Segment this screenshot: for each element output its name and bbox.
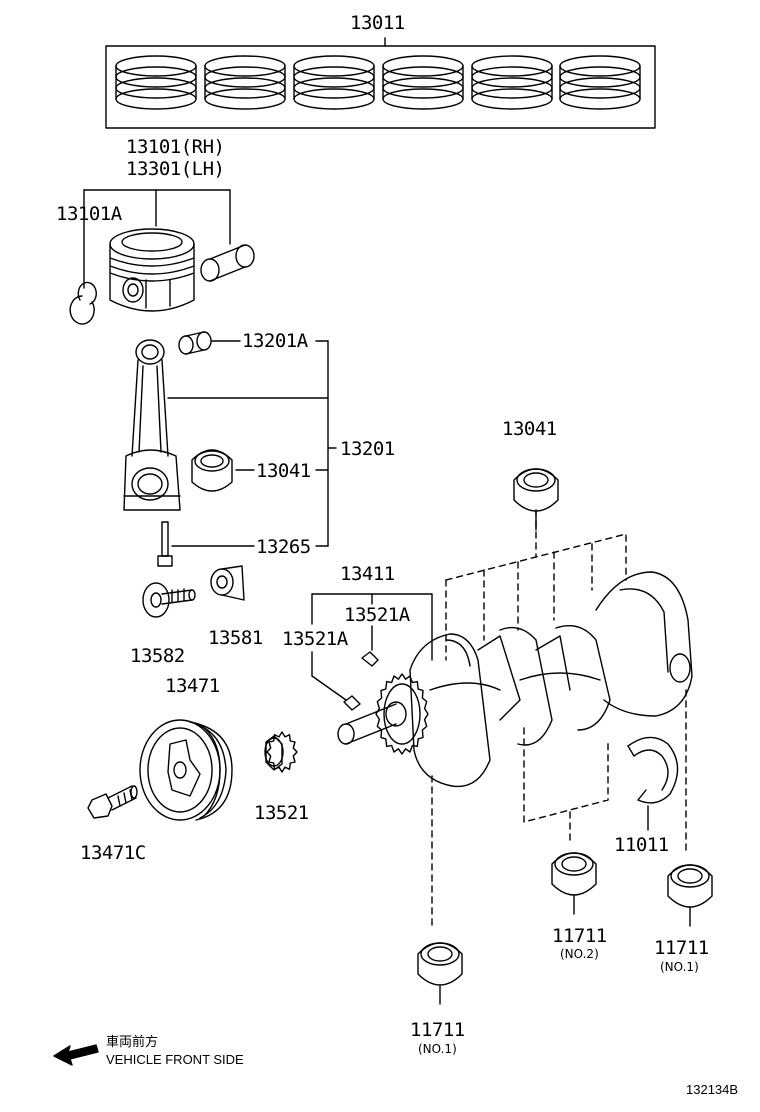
- small-end-bush: [179, 332, 211, 354]
- crank-pulley: [140, 720, 232, 820]
- label-13201a: 13201A: [242, 330, 308, 352]
- label-11711-no1-right: 11711: [654, 937, 709, 959]
- label-11011: 11011: [614, 834, 669, 856]
- arrow-left-icon: [54, 1045, 98, 1065]
- piston-drawing: [110, 229, 194, 311]
- ring-set: [560, 56, 640, 109]
- label-11711-no1-bottom: 11711: [410, 1019, 465, 1041]
- bearing-shell: [668, 865, 712, 926]
- label-13301-lh: 13301(LH): [126, 158, 225, 180]
- note-no1-right: (NO.1): [660, 960, 699, 974]
- washer-bolt-13582: [143, 583, 195, 617]
- rod-bearing: [192, 450, 232, 491]
- key-13521a: [344, 652, 378, 710]
- snap-ring: [70, 283, 96, 324]
- ring-sets: [116, 56, 640, 109]
- label-13581: 13581: [208, 627, 263, 649]
- note-no2: (NO.2): [560, 947, 599, 961]
- connecting-rod: [124, 340, 180, 510]
- label-13521a-top: 13521A: [344, 604, 410, 626]
- label-13201: 13201: [340, 438, 395, 460]
- legend-japanese: 車両前方: [106, 1034, 159, 1049]
- bearing-shells: [418, 469, 712, 1004]
- label-13041-rod: 13041: [256, 460, 311, 482]
- diagram-id: 132134B: [686, 1082, 739, 1097]
- piston-leaders: [84, 190, 230, 288]
- label-13041-crank: 13041: [502, 418, 557, 440]
- legend-english: VEHICLE FRONT SIDE: [106, 1052, 244, 1067]
- label-13411: 13411: [340, 563, 395, 585]
- label-13521: 13521: [254, 802, 309, 824]
- label-13011: 13011: [350, 12, 405, 34]
- label-13101a: 13101A: [56, 203, 122, 225]
- dashed-guides: [432, 510, 686, 928]
- label-11711-no2: 11711: [552, 925, 607, 947]
- crank-leaders: [312, 594, 432, 700]
- timing-gear-13521: [265, 732, 297, 772]
- label-13582: 13582: [130, 645, 185, 667]
- label-13471c: 13471C: [80, 842, 146, 864]
- bearing-shell: [514, 469, 558, 530]
- label-13265: 13265: [256, 536, 311, 558]
- thrust-washer: [628, 737, 678, 830]
- rod-bolt: [158, 522, 172, 566]
- ring-set: [383, 56, 463, 109]
- crankshaft: [338, 572, 692, 786]
- bearing-shell: [418, 943, 462, 1004]
- piston-pin: [201, 245, 254, 281]
- ring-set: [472, 56, 552, 109]
- rod-leaders: [168, 341, 336, 546]
- pulley-bolt: [88, 786, 137, 818]
- bearing-shell: [552, 853, 596, 914]
- label-13101-rh: 13101(RH): [126, 136, 225, 158]
- ring-set-box: [106, 38, 655, 128]
- ring-set: [116, 56, 196, 109]
- bushing-13581: [211, 566, 244, 600]
- label-13471: 13471: [165, 675, 220, 697]
- label-13521a-left: 13521A: [282, 628, 348, 650]
- ring-set: [205, 56, 285, 109]
- note-no1-bottom: (NO.1): [418, 1042, 457, 1056]
- ring-set: [294, 56, 374, 109]
